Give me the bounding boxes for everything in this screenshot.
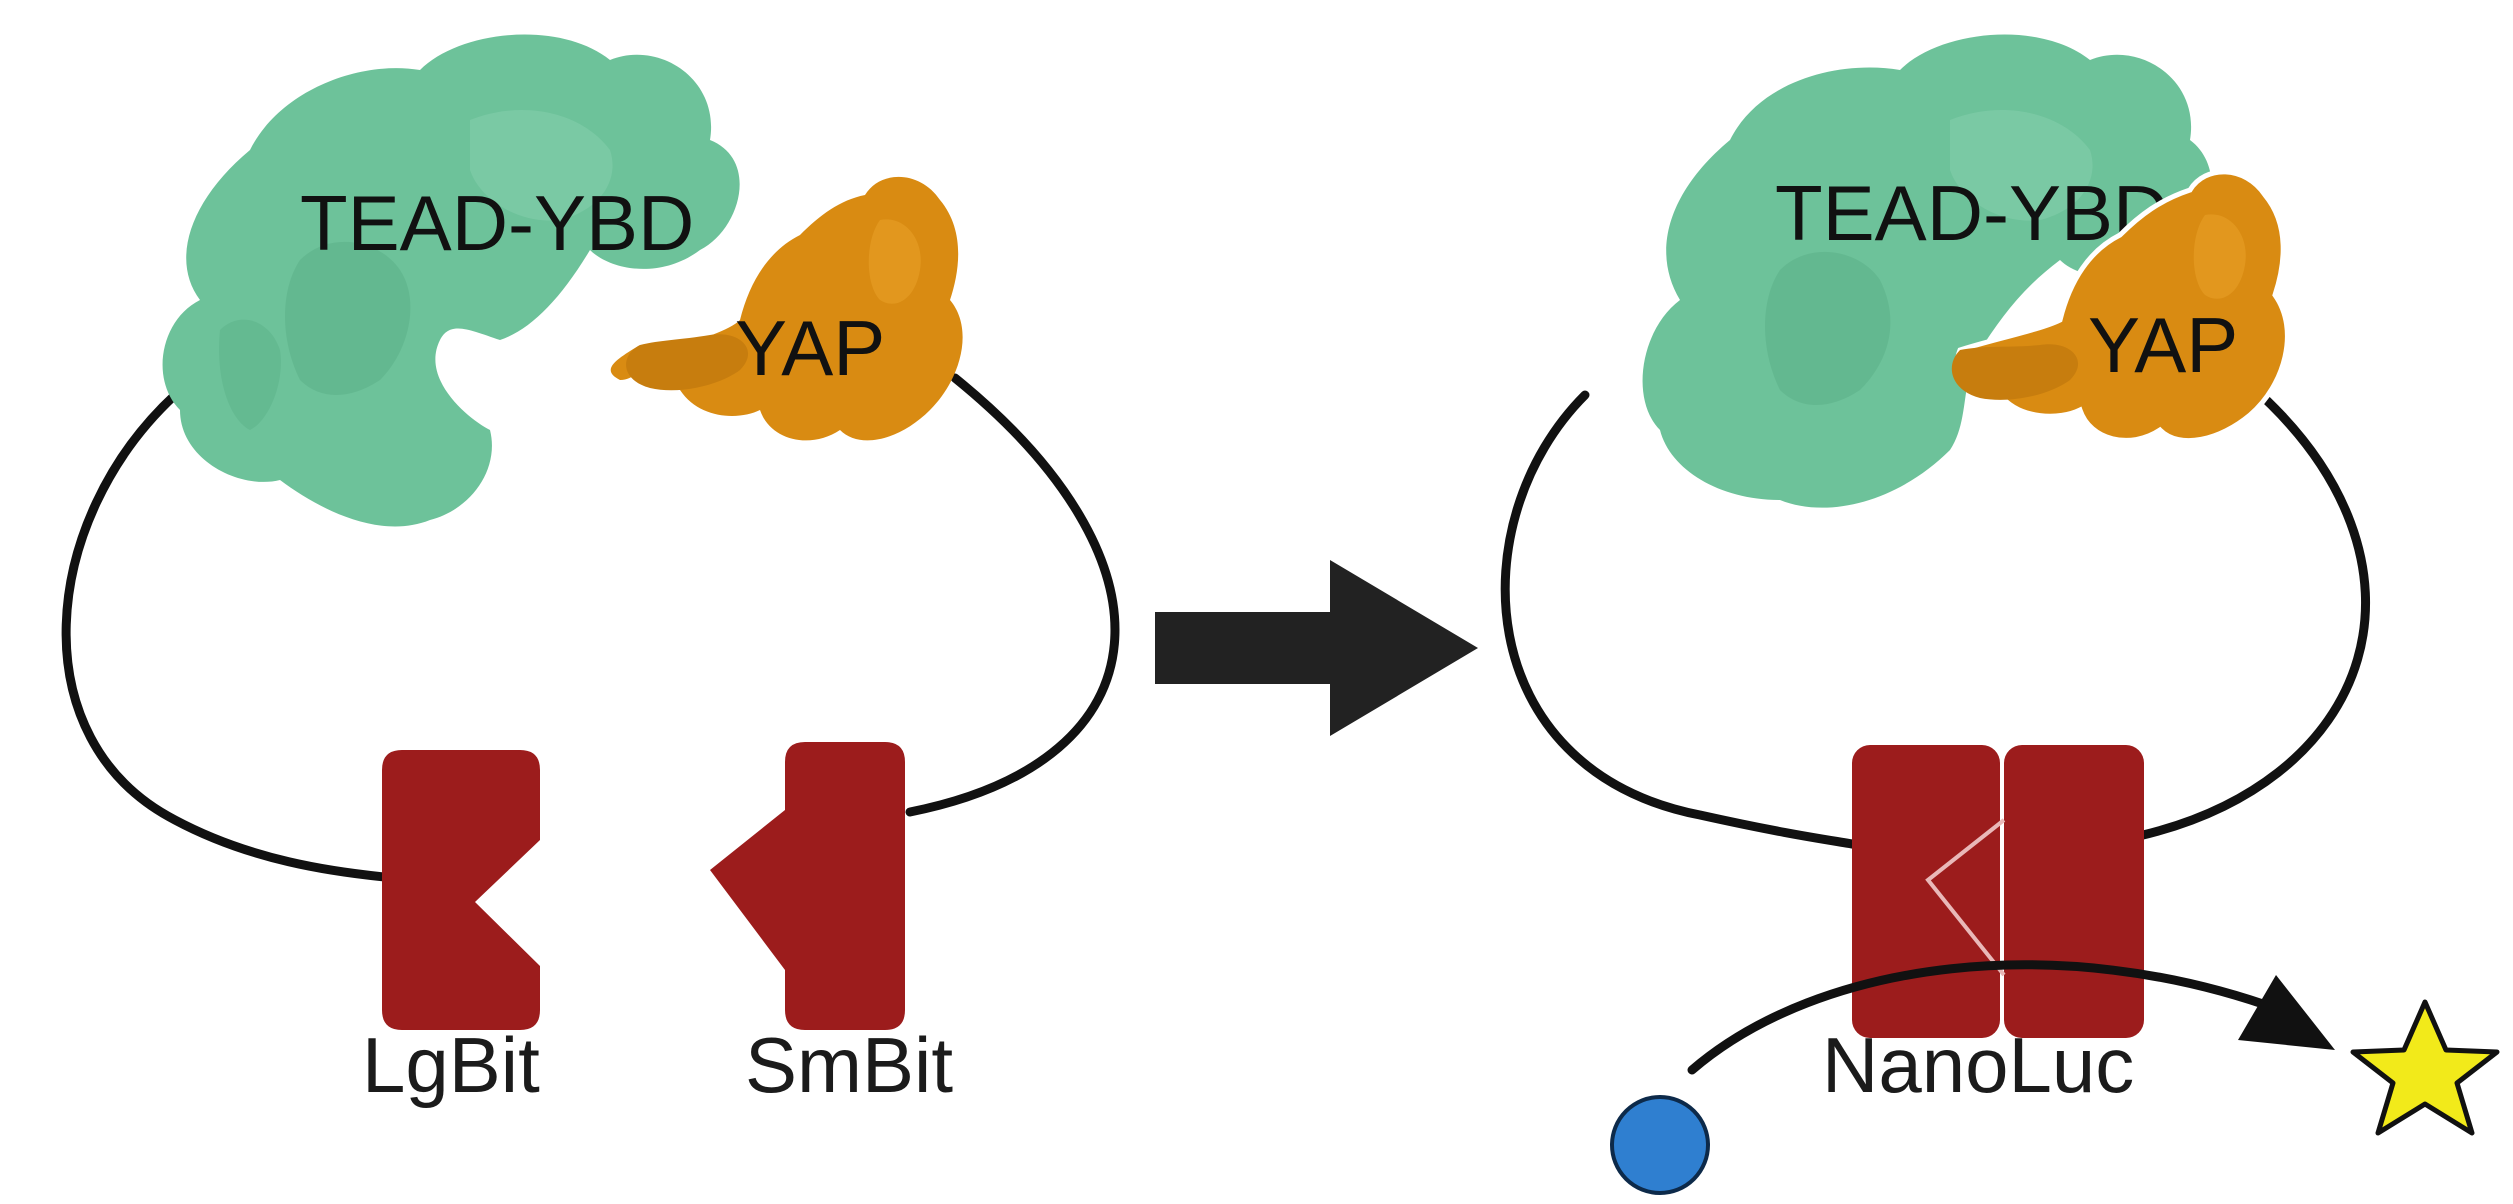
light-star-icon xyxy=(2350,999,2500,1136)
yap-protein-left xyxy=(610,176,963,441)
linker-loop-right xyxy=(1500,380,2371,850)
yap-protein-right xyxy=(1951,169,2290,444)
lgbit-fragment xyxy=(382,750,540,1030)
yap-label-right: YAP xyxy=(2088,301,2238,389)
left-panel: TEAD-YBD YAP LgBit SmBit xyxy=(61,34,1120,1109)
smbit-fragment xyxy=(710,742,905,1030)
smbit-label: SmBit xyxy=(745,1021,953,1109)
right-panel: TEAD-YBD YAP NanoLuc xyxy=(1500,34,2500,1195)
reaction-arc xyxy=(1687,960,2285,1075)
lgbit-label: LgBit xyxy=(362,1021,540,1109)
tead-ybd-protein-left xyxy=(162,34,740,527)
tead-ybd-label-left: TEAD-YBD xyxy=(300,179,694,267)
linker-loop-left xyxy=(61,373,1120,883)
nanoluc-label: NanoLuc xyxy=(1822,1021,2134,1109)
transition-arrow xyxy=(1155,560,1478,736)
tead-ybd-protein-right xyxy=(1642,34,2212,508)
nanoluc-complex xyxy=(1852,745,2144,1038)
yap-label-left: YAP xyxy=(735,304,885,392)
reaction-arrowhead xyxy=(2238,975,2335,1050)
substrate-circle xyxy=(1610,1095,1710,1195)
